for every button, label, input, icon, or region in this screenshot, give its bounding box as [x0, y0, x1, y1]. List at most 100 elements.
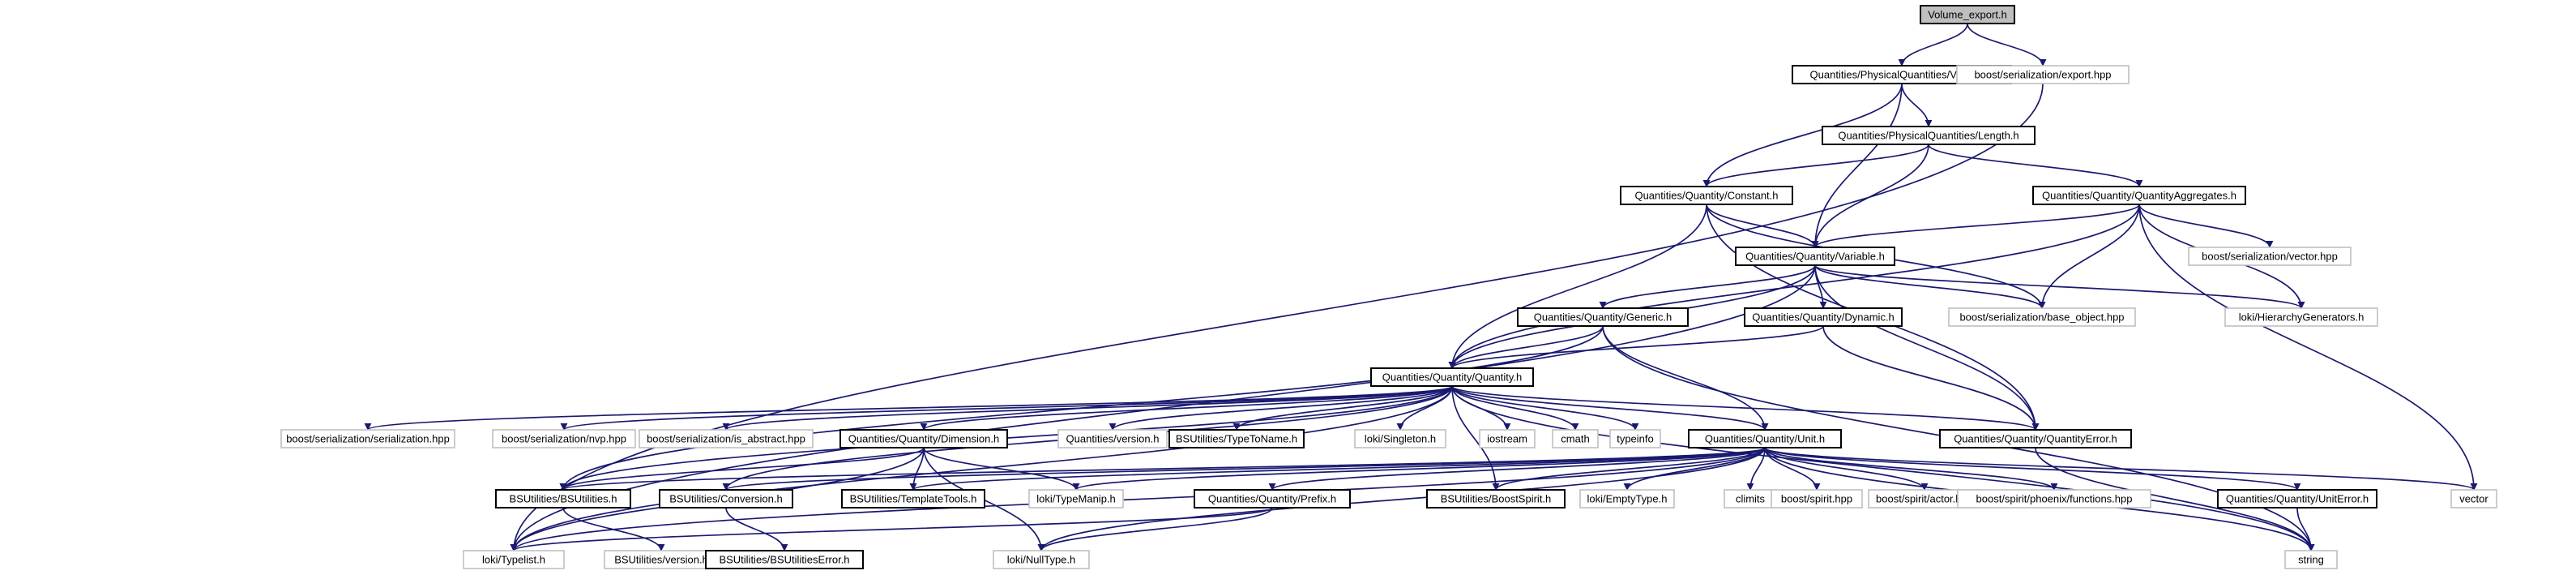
edge-prefix-to-nulltype: [1037, 507, 1273, 551]
node-label-unit: Quantities/Quantity/Unit.h: [1705, 433, 1825, 445]
edge-quantity-to-dimension: [920, 385, 1453, 431]
node-serialization: boost/serialization/serialization.hpp: [280, 429, 455, 448]
edge-layer: [364, 23, 2478, 551]
node-qerror[interactable]: Quantities/Quantity/QuantityError.h: [1939, 429, 2132, 448]
node-layer: Volume_export.hQuantities/PhysicalQuanti…: [280, 5, 2497, 569]
node-label-bsutilities: BSUtilities/BSUtilities.h: [510, 493, 617, 505]
node-aggregates[interactable]: Quantities/Quantity/QuantityAggregates.h: [2032, 186, 2246, 205]
edge-quantity-to-typetoname: [1232, 385, 1453, 431]
node-quantity[interactable]: Quantities/Quantity/Quantity.h: [1370, 367, 1534, 387]
node-box-emptytype: [1579, 489, 1675, 508]
node-box-uniterror: [2217, 489, 2377, 508]
edge-generic-to-quantity: [1448, 325, 1604, 369]
node-label-templatetools: BSUtilities/TemplateTools.h: [850, 493, 977, 505]
node-bsutilities[interactable]: BSUtilities/BSUtilities.h: [495, 489, 631, 508]
node-box-bserror: [705, 550, 864, 569]
edge-unit-to-nulltype: [1037, 447, 1766, 551]
node-box-dynamic: [1744, 307, 1903, 327]
edge-variable-to-generic: [1599, 264, 1816, 309]
edge-aggregates-to-baseobj: [2038, 204, 2140, 309]
node-box-nvp: [492, 429, 636, 448]
node-label-isabstract: boost/serialization/is_abstract.hpp: [647, 433, 805, 445]
node-isabstract: boost/serialization/is_abstract.hpp: [639, 429, 814, 448]
node-label-length: Quantities/PhysicalQuantities/Length.h: [1838, 130, 2019, 142]
edge-quantity-to-isabstract: [722, 385, 1453, 431]
edge-unit-to-typemanip: [1072, 447, 1766, 491]
node-variable[interactable]: Quantities/Quantity/Variable.h: [1735, 247, 1895, 266]
node-box-hiergen: [2224, 307, 2378, 327]
node-label-vector: vector: [2459, 493, 2488, 505]
node-box-phoenixfn: [1957, 489, 2151, 508]
node-dimension[interactable]: Quantities/Quantity/Dimension.h: [839, 429, 1008, 448]
node-box-typetoname: [1168, 429, 1305, 448]
node-iostream: iostream: [1479, 429, 1536, 448]
edge-root-to-volume: [1898, 23, 1968, 67]
node-box-singleton: [1354, 429, 1446, 448]
node-baseobj: boost/serialization/base_object.hpp: [1948, 307, 2136, 327]
edge-conversion-to-bserror: [725, 507, 788, 551]
edge-dimension-to-typemanip: [923, 447, 1080, 491]
node-label-serialization: boost/serialization/serialization.hpp: [286, 433, 450, 445]
node-typetoname[interactable]: BSUtilities/TypeToName.h: [1168, 429, 1305, 448]
edge-aggregates-to-bvector: [2138, 204, 2274, 248]
node-length[interactable]: Quantities/PhysicalQuantities/Length.h: [1822, 126, 2036, 145]
node-label-uniterror: Quantities/Quantity/UnitError.h: [2226, 493, 2369, 505]
node-label-spiritactor: boost/spirit/actor.hpp: [1876, 493, 1973, 505]
edge-constant-to-quantity: [1448, 204, 1707, 369]
node-singleton: loki/Singleton.h: [1354, 429, 1446, 448]
node-label-dimension: Quantities/Quantity/Dimension.h: [848, 433, 999, 445]
node-box-boostspirit: [1426, 489, 1566, 508]
node-box-templatetools: [841, 489, 985, 508]
node-label-string: string: [2298, 554, 2324, 566]
node-label-root: Volume_export.h: [1928, 9, 2007, 21]
node-label-boostspirit: BSUtilities/BoostSpirit.h: [1441, 493, 1552, 505]
edge-unit-to-phoenixfn: [1764, 447, 2058, 491]
node-templatetools[interactable]: BSUtilities/TemplateTools.h: [841, 489, 985, 508]
edge-quantity-to-typelist: [510, 385, 1453, 551]
node-uniterror[interactable]: Quantities/Quantity/UnitError.h: [2217, 489, 2377, 508]
node-unit[interactable]: Quantities/Quantity/Unit.h: [1688, 429, 1842, 448]
node-label-nvp: boost/serialization/nvp.hpp: [502, 433, 626, 445]
node-conversion[interactable]: BSUtilities/Conversion.h: [659, 489, 793, 508]
node-prefix[interactable]: Quantities/Quantity/Prefix.h: [1194, 489, 1351, 508]
node-label-baseobj: boost/serialization/base_object.hpp: [1959, 311, 2124, 324]
edge-unit-to-climits: [1746, 447, 1766, 491]
node-constant[interactable]: Quantities/Quantity/Constant.h: [1620, 186, 1793, 205]
node-label-export: boost/serialization/export.hpp: [1974, 69, 2111, 81]
node-phoenixfn: boost/spirit/phoenix/functions.hpp: [1957, 489, 2151, 508]
node-label-emptytype: loki/EmptyType.h: [1587, 493, 1668, 505]
edge-unit-to-spiritactor: [1764, 447, 1929, 491]
edge-aggregates-to-variable: [1811, 204, 2140, 248]
node-box-typemanip: [1028, 489, 1124, 508]
edge-unit-to-typelist: [510, 447, 1766, 551]
node-box-iostream: [1479, 429, 1536, 448]
node-generic[interactable]: Quantities/Quantity/Generic.h: [1517, 307, 1689, 327]
edge-aggregates-to-quantity: [1448, 204, 2140, 369]
node-bserror[interactable]: BSUtilities/BSUtilitiesError.h: [705, 550, 864, 569]
edge-quantity-to-nvp: [560, 385, 1453, 431]
node-label-variable: Quantities/Quantity/Variable.h: [1745, 251, 1885, 263]
edge-quantity-to-unit: [1451, 385, 1769, 431]
edge-length-to-constant: [1702, 144, 1929, 187]
node-box-spirit: [1771, 489, 1863, 508]
node-box-qversion: [1057, 429, 1168, 448]
edge-unit-to-conversion: [722, 447, 1766, 491]
edge-generic-to-unit: [1602, 325, 1769, 431]
node-label-hiergen: loki/HierarchyGenerators.h: [2239, 311, 2365, 324]
node-label-qversion: Quantities/version.h: [1066, 433, 1160, 445]
edge-quantity-to-typeinfo: [1451, 385, 1639, 431]
node-box-variable: [1735, 247, 1895, 266]
node-spirit: boost/spirit.hpp: [1771, 489, 1863, 508]
node-label-bsversion: BSUtilities/version.h: [614, 554, 708, 566]
node-dynamic[interactable]: Quantities/Quantity/Dynamic.h: [1744, 307, 1903, 327]
node-label-prefix: Quantities/Quantity/Prefix.h: [1208, 493, 1336, 505]
edge-export-to-typelist: [510, 83, 2044, 551]
node-label-typeinfo: typeinfo: [1617, 433, 1654, 445]
node-boostspirit[interactable]: BSUtilities/BoostSpirit.h: [1426, 489, 1566, 508]
node-box-root: [1920, 5, 2015, 24]
node-qversion: Quantities/version.h: [1057, 429, 1168, 448]
node-cmath: cmath: [1552, 429, 1599, 448]
node-box-aggregates: [2032, 186, 2246, 205]
node-label-singleton: loki/Singleton.h: [1365, 433, 1436, 445]
